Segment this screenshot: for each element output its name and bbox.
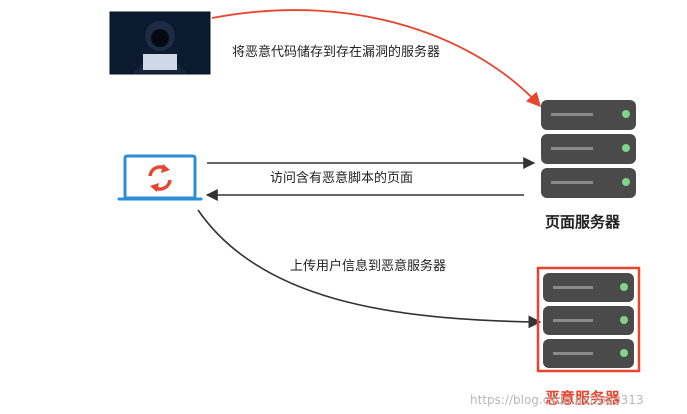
visit-label: 访问含有恶意脚本的页面	[270, 170, 413, 186]
upload-label: 上传用户信息到恶意服务器	[290, 258, 446, 274]
upload-arrow	[197, 209, 542, 329]
watermark: https://blog.csdn.net/bao313	[470, 393, 644, 407]
malicious-frame	[536, 266, 641, 373]
hacker-image	[109, 11, 211, 75]
server-icon	[543, 273, 634, 368]
malicious-server: 恶意服务器	[536, 266, 641, 407]
store-label: 将恶意代码储存到存在漏洞的服务器	[232, 44, 440, 60]
malicious-server-label: 恶意服务器	[545, 389, 621, 407]
laptop-icon	[117, 154, 203, 201]
refresh-icon	[148, 164, 172, 192]
store-arrow	[211, 9, 541, 108]
server-icon	[541, 100, 636, 198]
page-server: 页面服务器	[541, 100, 636, 231]
page-server-label: 页面服务器	[545, 213, 621, 231]
